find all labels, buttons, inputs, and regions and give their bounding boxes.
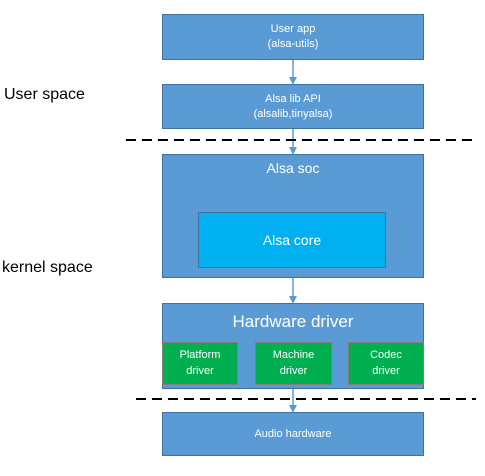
- machine-driver-sublabel: driver: [279, 364, 308, 377]
- alsa-lib-box: Alsa lib API (alsalib,tinyalsa): [162, 84, 424, 129]
- machine-driver-label: Machine: [272, 349, 315, 362]
- audio-hardware-box: Audio hardware: [162, 412, 424, 456]
- machine-driver-box: Machine driver: [255, 342, 332, 385]
- user-app-box: User app (alsa-utils): [162, 14, 424, 60]
- audio-hardware-label: Audio hardware: [254, 427, 332, 440]
- codec-driver-sublabel: driver: [372, 364, 400, 377]
- kernel-space-label: kernel space: [2, 259, 93, 276]
- alsa-lib-sublabel: (alsalib,tinyalsa): [253, 107, 333, 120]
- alsa-lib-label: Alsa lib API: [265, 92, 321, 105]
- hardware-driver-title: Hardware driver: [232, 312, 354, 331]
- platform-driver-box: Platform driver: [162, 342, 238, 385]
- platform-driver-label: Platform: [179, 349, 221, 362]
- user-app-sublabel: (alsa-utils): [267, 38, 319, 50]
- platform-driver-sublabel: driver: [186, 364, 214, 377]
- codec-driver-box: Codec driver: [348, 342, 424, 385]
- user-app-label: User app: [270, 23, 316, 36]
- alsa-soc-title: Alsa soc: [266, 160, 320, 176]
- user-space-label: User space: [4, 86, 85, 103]
- alsa-core-box: Alsa core: [198, 212, 386, 268]
- codec-driver-label: Codec: [370, 349, 402, 362]
- alsa-core-label: Alsa core: [262, 232, 322, 248]
